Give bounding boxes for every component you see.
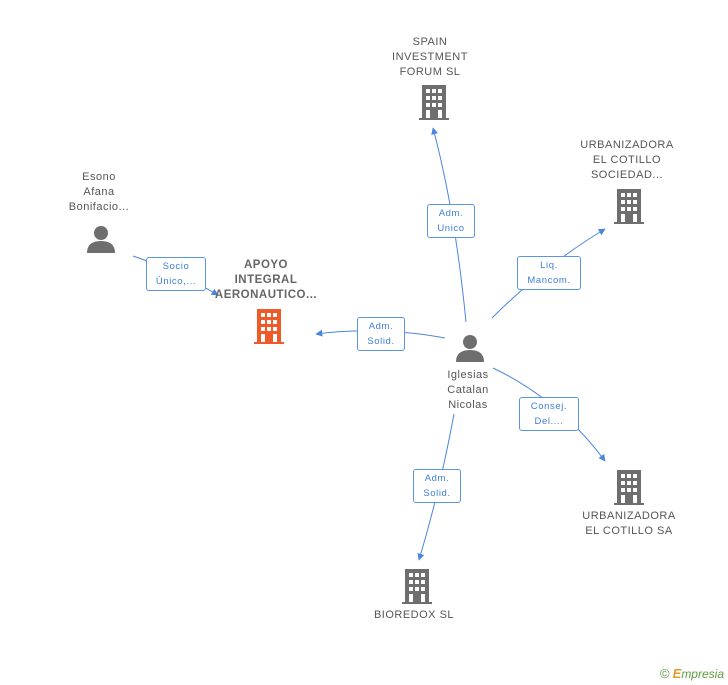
empresia-watermark: ©Empresia bbox=[660, 666, 724, 681]
label-line: Catalan bbox=[447, 384, 489, 396]
edge-label-line: Liq. bbox=[540, 260, 558, 271]
label-line: FORUM SL bbox=[399, 66, 461, 78]
node-label-iglesias-catalan-nicolas[interactable]: Iglesias Catalan Nicolas bbox=[423, 368, 513, 413]
label-line: SOCIEDAD... bbox=[590, 169, 664, 181]
node-label-urbanizadora-el-cotillo-sociedad[interactable]: URBANIZADORA EL COTILLO SOCIEDAD... bbox=[569, 138, 685, 183]
building-icon-focus[interactable] bbox=[253, 308, 285, 344]
edge-label-line: Socio bbox=[162, 261, 190, 272]
brand-name: mpresia bbox=[681, 667, 724, 681]
edge-label-line: Solid. bbox=[423, 488, 451, 499]
label-line: Esono bbox=[82, 171, 116, 183]
building-icon[interactable] bbox=[613, 469, 645, 505]
label-line: AERONAUTICO... bbox=[214, 289, 318, 301]
label-line: EL COTILLO SA bbox=[585, 525, 673, 537]
edge-label-line: Adm. bbox=[368, 321, 394, 332]
edge-label-line: Único,... bbox=[155, 276, 197, 287]
edge-label-line: Solid. bbox=[367, 336, 395, 347]
edge-label-adm-solid-bioredox[interactable]: Adm. Solid. bbox=[413, 469, 461, 503]
label-line: APOYO bbox=[243, 259, 289, 271]
edge-label-adm-unico[interactable]: Adm. Unico bbox=[427, 204, 475, 238]
label-line: Nicolas bbox=[448, 399, 488, 411]
brand-initial: E bbox=[672, 666, 682, 681]
label-line: EL COTILLO bbox=[592, 154, 662, 166]
person-icon[interactable] bbox=[455, 333, 485, 363]
node-label-apoyo-integral-aeronautico[interactable]: APOYO INTEGRAL AERONAUTICO... bbox=[208, 258, 324, 303]
label-line: INVESTMENT bbox=[392, 51, 468, 63]
node-label-esono-afana-bonifacio[interactable]: Esono Afana Bonifacio... bbox=[54, 170, 144, 215]
building-icon[interactable] bbox=[401, 568, 433, 604]
label-line: SPAIN bbox=[412, 36, 448, 48]
label-line: Bonifacio... bbox=[68, 201, 130, 213]
label-line: Iglesias bbox=[447, 369, 489, 381]
edge-label-line: Del.... bbox=[534, 416, 564, 427]
edge-label-adm-solid-apoyo[interactable]: Adm. Solid. bbox=[357, 317, 405, 351]
label-line: Afana bbox=[83, 186, 115, 198]
label-line: URBANIZADORA bbox=[580, 139, 674, 151]
label-line: BIOREDOX SL bbox=[373, 609, 455, 621]
person-icon[interactable] bbox=[86, 224, 116, 254]
edge-label-line: Adm. bbox=[424, 473, 450, 484]
label-line: INTEGRAL bbox=[234, 274, 298, 286]
edge-label-liq-mancom[interactable]: Liq. Mancom. bbox=[517, 256, 581, 290]
node-label-spain-investment-forum[interactable]: SPAIN INVESTMENT FORUM SL bbox=[380, 35, 480, 80]
edge-label-consej-del[interactable]: Consej. Del.... bbox=[519, 397, 579, 431]
edge-label-line: Unico bbox=[437, 223, 465, 234]
node-label-bioredox-sl[interactable]: BIOREDOX SL bbox=[364, 608, 464, 623]
label-line: URBANIZADORA bbox=[582, 510, 676, 522]
edge-label-line: Consej. bbox=[530, 401, 568, 412]
edge-label-line: Mancom. bbox=[527, 275, 571, 286]
node-label-urbanizadora-el-cotillo-sa[interactable]: URBANIZADORA EL COTILLO SA bbox=[571, 509, 687, 539]
edge-label-socio-unico[interactable]: Socio Único,... bbox=[146, 257, 206, 291]
copyright-symbol: © bbox=[660, 666, 670, 681]
building-icon[interactable] bbox=[418, 84, 450, 120]
building-icon[interactable] bbox=[613, 188, 645, 224]
edge-label-line: Adm. bbox=[438, 208, 464, 219]
